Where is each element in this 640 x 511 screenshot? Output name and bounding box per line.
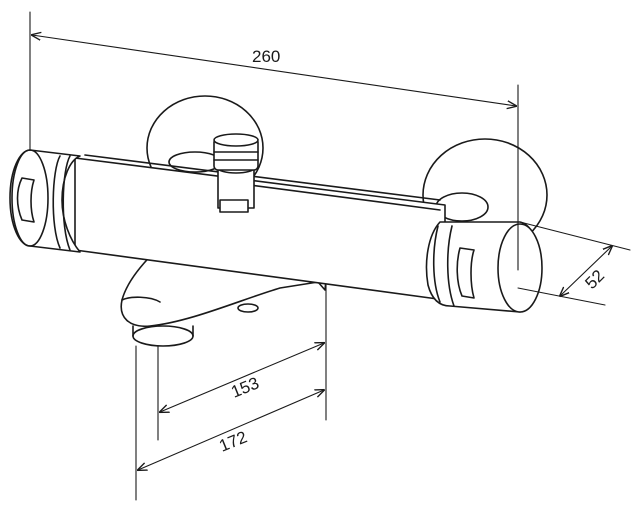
dim-line-260 <box>32 35 516 106</box>
left-handle <box>9 149 81 253</box>
dim-line-52 <box>560 246 612 296</box>
dim-label-153: 153 <box>228 373 261 401</box>
dim-label-52: 52 <box>581 266 608 293</box>
dim-label-260: 260 <box>252 47 280 66</box>
dim-label-172: 172 <box>216 427 249 455</box>
dimension-260: 260 <box>32 35 516 106</box>
dimension-52: 52 <box>560 246 612 296</box>
diverter-knob <box>213 133 259 213</box>
right-handle <box>425 221 543 313</box>
dim-line-172 <box>138 390 324 470</box>
dimension-172: 172 <box>138 390 324 470</box>
dim-line-153 <box>160 343 324 412</box>
dimension-153: 153 <box>160 343 324 412</box>
